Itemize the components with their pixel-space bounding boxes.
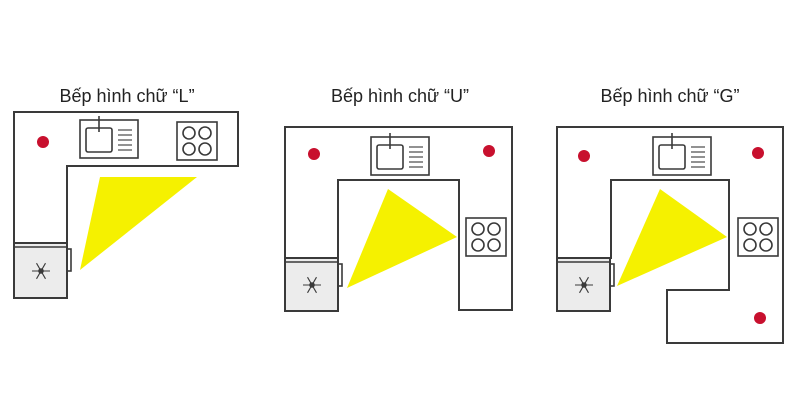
- l-work-triangle: [80, 177, 197, 270]
- title-l-kitchen: Bếp hình chữ “L”: [59, 86, 195, 106]
- dot-marker: [483, 145, 495, 157]
- fridge-u: [284, 257, 343, 312]
- dot-marker: [752, 147, 764, 159]
- snowflake-icon: [575, 276, 593, 294]
- snowflake-icon: [32, 262, 50, 280]
- title-u-kitchen: Bếp hình chữ “U”: [330, 86, 470, 106]
- snowflake-icon: [303, 276, 321, 294]
- dot-marker: [754, 312, 766, 324]
- sink-icon: [652, 133, 712, 176]
- u-work-triangle: [347, 189, 457, 288]
- stove-icon: [465, 217, 507, 257]
- stove-icon: [737, 217, 779, 257]
- sink-icon: [79, 116, 139, 159]
- dot-marker: [37, 136, 49, 148]
- fridge-g: [556, 257, 615, 312]
- sink-icon: [370, 133, 430, 176]
- stove-icon: [176, 121, 218, 161]
- fridge-l: [13, 242, 72, 299]
- l-kitchen-plan: [13, 111, 239, 299]
- u-kitchen-plan: [284, 126, 513, 312]
- g-work-triangle: [617, 189, 727, 286]
- g-kitchen-plan: [556, 126, 784, 344]
- dot-marker: [578, 150, 590, 162]
- dot-marker: [308, 148, 320, 160]
- title-g-kitchen: Bếp hình chữ “G”: [600, 86, 740, 106]
